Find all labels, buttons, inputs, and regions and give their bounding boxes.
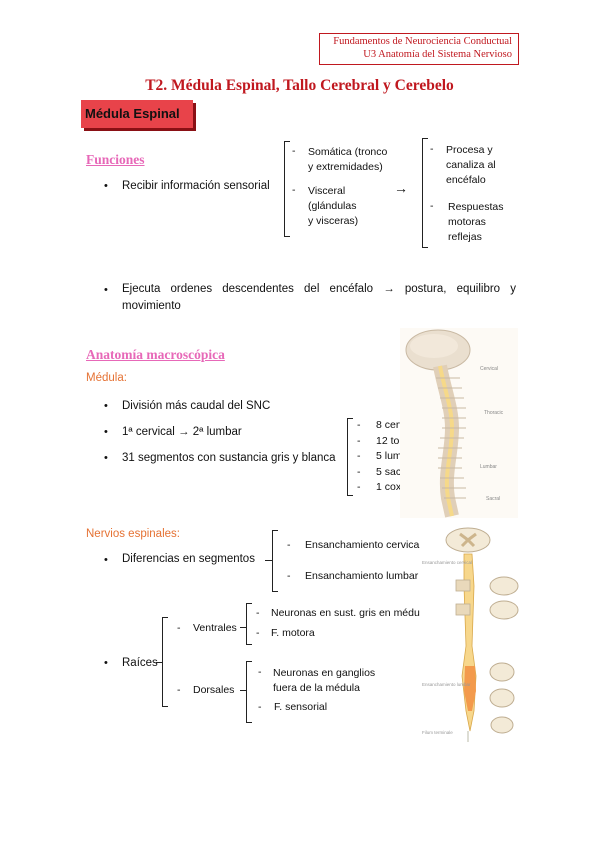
anatomia-item-2: 1ª cervical → 2ª lumbar [122,426,242,438]
brace-tick [240,690,246,691]
dorsales-label: Dorsales [193,684,235,696]
dash: - [292,184,296,196]
arrow-icon: → [394,180,408,196]
anatomia-item-1: División más caudal del SNC [122,400,271,412]
funciones-heading: Funciones [86,152,145,167]
page-title: T2. Médula Espinal, Tallo Cerebral y Cer… [145,77,454,94]
funciones-bullet-2-line1: Ejecuta ordenes descendentes del encéfal… [122,283,516,295]
brace-dorsales [246,661,252,723]
dash: - [430,143,434,155]
course-header: Fundamentos de Neurociencia Conductual U… [319,33,519,65]
brace-tick [240,627,246,628]
fig-label-thoracic: Thoracic [484,410,504,416]
bullet-dot: • [104,657,108,669]
bullet-dot: • [104,284,108,296]
unit-name: U3 Anatomía del Sistema Nervioso [363,49,512,60]
dash: - [177,622,181,634]
fig-label-cerv-enlargement: Ensanchamiento cervical [422,560,472,565]
dash: - [430,200,434,212]
raices-label: Raíces [122,657,158,669]
funciones-bullet-1: Recibir información sensorial [122,180,270,192]
spinal-cord-illustration: Ensanchamiento cervical Ensanchamiento l… [420,526,530,744]
dash: - [292,145,296,157]
brace-tick [265,560,272,561]
anatomia-heading: Anatomía macroscópica [86,347,225,362]
brace-outputs [422,138,428,248]
enlargement-lumbar: Ensanchamiento lumbar [305,570,419,582]
fig-label-sacral: Sacral [486,496,500,502]
ventrales-label: Ventrales [193,622,237,634]
dash: - [256,607,260,619]
brace-ventrales [246,603,252,645]
fig-label-lumbar: Lumbar [480,464,497,470]
dash: - [258,701,262,713]
dash: - [287,539,291,551]
dash: - [177,684,181,696]
bullet-dot: • [104,180,108,192]
brace-segments [347,418,353,496]
dash: - [258,666,262,678]
section-tag: Médula Espinal [81,100,193,128]
bullet-dot: • [104,426,108,438]
brace-inputs [284,141,290,237]
fig-label-cervical: Cervical [480,366,498,372]
bullet-dot: • [104,452,108,464]
dash: - [256,627,260,639]
bullet-dot: • [104,554,108,566]
bullet-dot: • [104,400,108,412]
ventrales-item-2: F. motora [271,627,315,639]
anatomia-item-3: 31 segmentos con sustancia gris y blanca [122,452,336,464]
nervios-diff: Diferencias en segmentos [122,553,255,565]
ventrales-item-1: Neuronas en sust. gris en médula [271,607,429,619]
spine-illustration: Cervical Thoracic Lumbar Sacral [400,328,518,518]
fig-label-lumb-enlargement: Ensanchamiento lumbar [422,682,471,687]
brace-raices [162,617,168,707]
brace-enlargements [272,530,278,592]
dash: - [287,570,291,582]
nervios-subheading: Nervios espinales: [86,528,180,540]
dash: ----- [357,419,361,494]
funciones-bullet-2-line2: movimiento [122,300,181,312]
brace-tick [156,662,162,663]
medula-subheading: Médula: [86,372,127,384]
fig-label-filum: Filum terminale [422,730,453,735]
enlargement-cervical: Ensanchamiento cervical [305,539,422,551]
course-name: Fundamentos de Neurociencia Conductual [333,36,512,47]
dorsales-item-2: F. sensorial [274,701,328,713]
